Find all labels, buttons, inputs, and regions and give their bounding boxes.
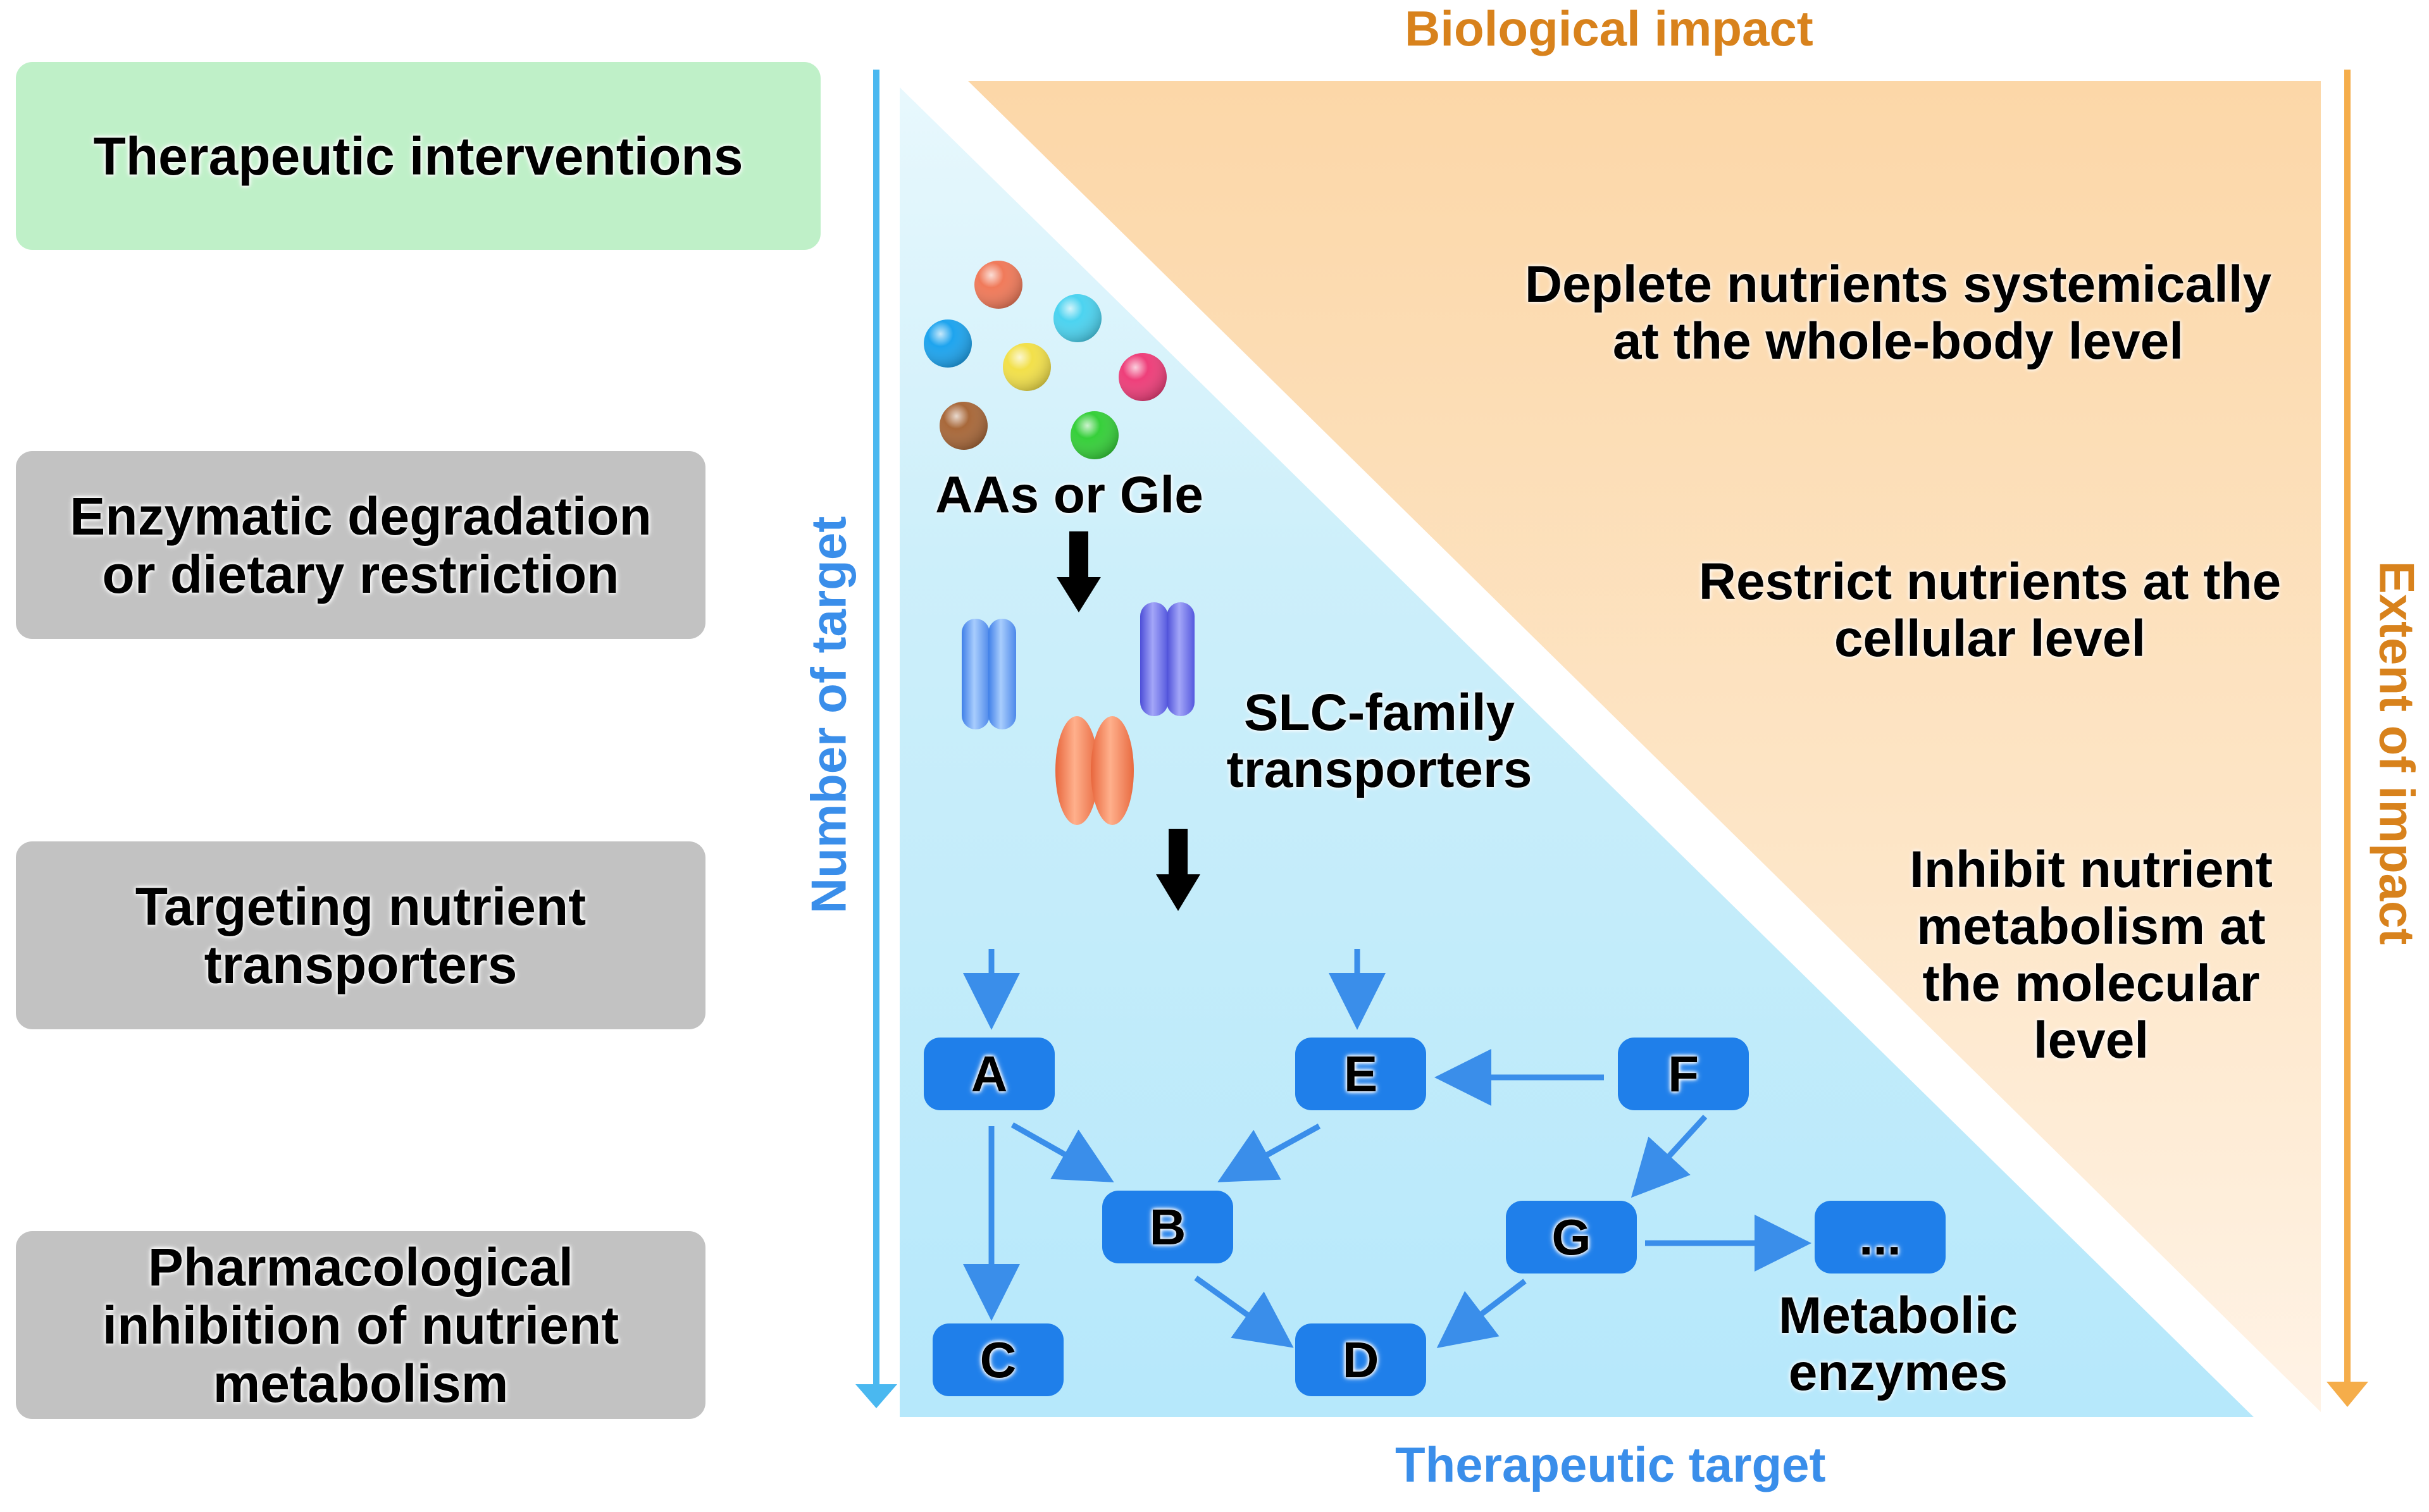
enzyme-node-e: E [1295,1038,1426,1110]
enzyme-node-f: F [1618,1038,1749,1110]
nutrients-label: AAs or Gle [935,466,1203,524]
nutrient-molecules-icon [924,261,1167,459]
enzyme-node-b: B [1102,1191,1233,1263]
enzymes-label: Metabolic enzymes [1778,1287,2018,1401]
transporter-icon [1140,602,1195,716]
intervention-enzymatic-degradation: Enzymatic degradation or dietary restric… [16,451,705,639]
intervention-label: Targeting nutrient transporters [135,876,587,995]
down-arrow-icon [1057,531,1101,612]
enzyme-node-d: D [1295,1323,1426,1396]
down-arrow-icon [1156,829,1200,911]
transporters-label: SLC-family transporters [1226,684,1532,798]
impact-label-molecular: Inhibit nutrient metabolism at the molec… [1910,841,2273,1069]
intervention-label: Pharmacological inhibition of nutrient m… [102,1237,619,1413]
interventions-header: Therapeutic interventions [16,62,821,250]
interventions-header-text: Therapeutic interventions [93,126,743,186]
axis-label-top: Biological impact [1405,1,1813,56]
enzyme-node-more: ... [1815,1201,1946,1273]
axis-label-right: Extent of impact [2369,561,2425,945]
axis-label-bottom: Therapeutic target [1395,1437,1826,1492]
biological-impact-triangle [968,81,2321,1412]
enzyme-node-a: A [924,1038,1055,1110]
enzyme-node-g: G [1506,1201,1637,1273]
impact-label-systemic: Deplete nutrients systemically at the wh… [1524,256,2272,370]
intervention-targeting-transporters: Targeting nutrient transporters [16,841,705,1029]
axis-label-left: Number of target [800,516,857,914]
transporter-icon [1055,716,1134,825]
therapeutic-target-triangle [900,87,2254,1417]
transporter-icon [962,619,1016,729]
enzyme-node-c: C [933,1323,1064,1396]
intervention-label: Enzymatic degradation or dietary restric… [70,486,652,604]
pathway-arrows [963,949,1811,1348]
impact-label-cellular: Restrict nutrients at the cellular level [1698,553,2282,667]
intervention-pharmacological-inhibition: Pharmacological inhibition of nutrient m… [16,1231,705,1419]
